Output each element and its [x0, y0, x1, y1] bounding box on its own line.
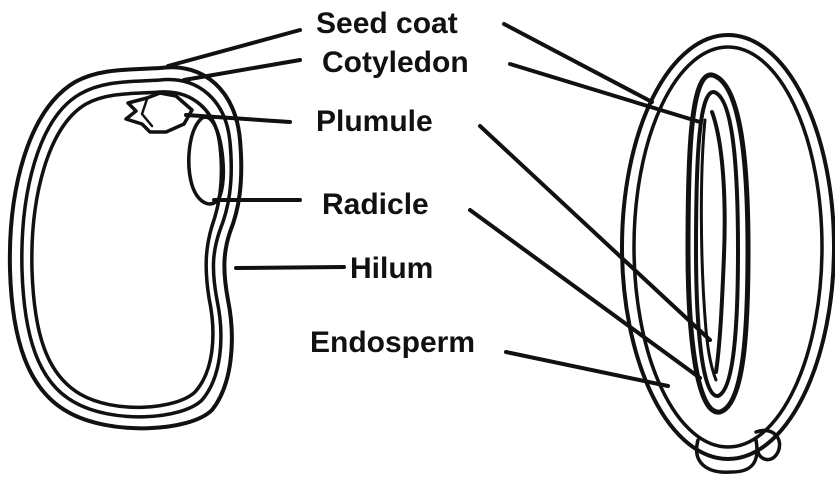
leader-cotyledon-left	[184, 60, 300, 80]
monocot-seed	[622, 35, 834, 472]
leader-cotyledon-right	[510, 64, 700, 122]
dicot-seed	[10, 67, 241, 428]
monocot-seed-coat-inner	[634, 47, 822, 447]
dicot-cotyledon-line	[32, 92, 222, 407]
leader-endosperm	[506, 352, 668, 386]
monocot-plumule-line	[712, 112, 725, 372]
monocot-seed-coat-outer	[622, 35, 834, 459]
labels: Seed coat Cotyledon Plumule Radicle Hilu…	[310, 7, 475, 359]
label-seed-coat: Seed coat	[316, 7, 458, 40]
radicle-shape	[189, 117, 224, 204]
label-endosperm: Endosperm	[310, 326, 475, 359]
label-cotyledon: Cotyledon	[322, 46, 469, 79]
leader-seed-coat-left	[168, 30, 300, 66]
plumule-fold	[142, 99, 152, 126]
label-plumule: Plumule	[316, 105, 433, 138]
label-radicle: Radicle	[322, 188, 429, 221]
leader-hilum	[236, 267, 344, 268]
plumule-shape	[126, 93, 192, 132]
label-hilum: Hilum	[350, 252, 433, 285]
leader-plumule-right	[480, 126, 710, 340]
leader-seed-coat-right	[504, 24, 652, 102]
